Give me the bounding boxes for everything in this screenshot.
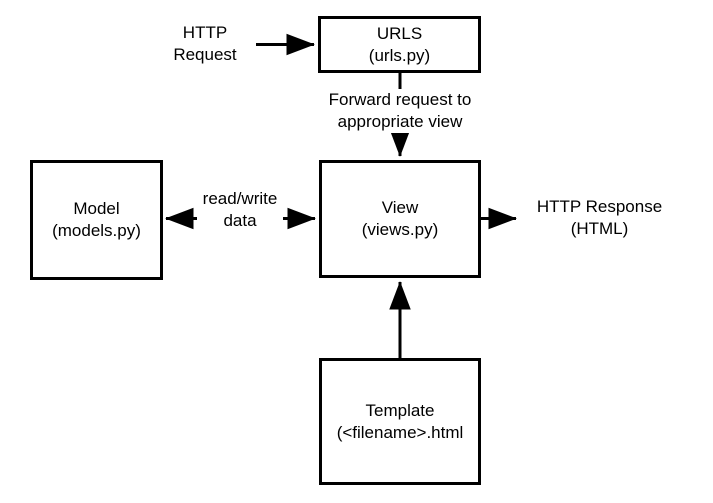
- label-read-write-data: read/write data: [197, 188, 283, 232]
- label-http-response-line1: HTTP Response: [536, 197, 663, 216]
- label-read-write-data-line2: data: [223, 211, 257, 230]
- node-view-subtitle: (views.py): [361, 220, 439, 239]
- label-http-response-line2: (HTML): [570, 219, 629, 238]
- node-template[interactable]: Template (<filename>.html: [319, 358, 481, 485]
- label-read-write-data-line1: read/write: [202, 189, 278, 208]
- node-urls-subtitle: (urls.py): [368, 45, 431, 65]
- label-forward-request-line2: appropriate view: [337, 112, 463, 131]
- node-view-title: View: [381, 198, 419, 217]
- label-forward-request: Forward request to appropriate view: [310, 89, 490, 133]
- node-template-title: Template: [365, 400, 435, 420]
- node-model-title: Model: [73, 199, 120, 218]
- node-template-subtitle: (<filename>.html: [336, 422, 464, 442]
- label-http-request-line1: HTTP: [182, 23, 228, 42]
- node-urls-title: URLS: [376, 23, 423, 43]
- node-view[interactable]: View (views.py): [319, 160, 481, 278]
- node-urls[interactable]: URLS (urls.py): [318, 16, 481, 73]
- label-http-request: HTTP Request: [160, 22, 250, 66]
- label-forward-request-line1: Forward request to: [328, 90, 472, 109]
- node-model-subtitle: (models.py): [52, 221, 141, 240]
- node-model[interactable]: Model (models.py): [30, 160, 163, 280]
- label-http-response: HTTP Response (HTML): [527, 196, 672, 240]
- label-http-request-line2: Request: [173, 45, 237, 64]
